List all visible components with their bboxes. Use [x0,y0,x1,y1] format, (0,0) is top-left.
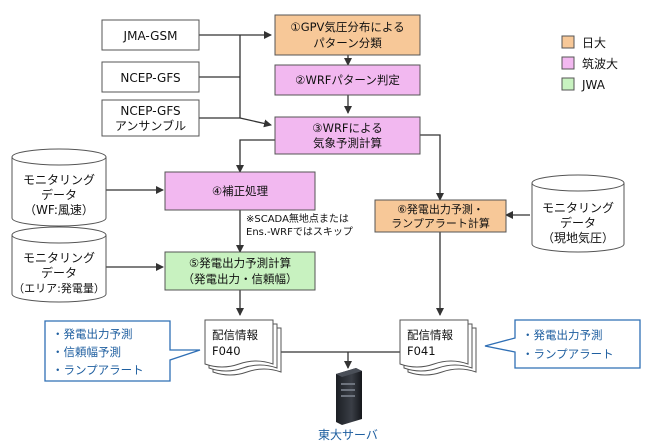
document-f041-label-2: F041 [407,344,436,358]
step-4-label: ④補正処理 [212,184,269,198]
monitoring-site-label-2: データ [560,215,596,230]
callout-f041: ・発電出力予測 ・ランプアラート [484,319,641,369]
source-jma-gsm: JMA-GSM [101,19,200,51]
legend-item-jwa: JWA [561,77,606,92]
monitoring-area-label-2: データ [41,265,77,280]
monitoring-wf-label-1: モニタリング [23,173,95,187]
monitoring-area-label-1: モニタリング [23,251,95,265]
legend-label-jwa: JWA [581,78,606,92]
source-ncep-gfs-ensemble: NCEP-GFS アンサンブル [101,99,200,137]
server-label: 東大サーバ [318,428,378,442]
legend-label-tsukuba: 筑波大 [582,56,618,71]
step-1-label-2: パターン分類 [313,36,382,50]
arrow-step3-to-step4 [236,139,275,173]
document-f041-label-1: 配信情報 [407,328,453,342]
step-2-label: ②WRFパターン判定 [295,73,400,87]
monitoring-wf-cylinder: モニタリング データ （WF:風速） [11,148,107,227]
monitoring-wf-label-3: （WF:風速） [24,203,94,217]
legend-item-utokyo: 日大 [561,35,606,50]
monitoring-wf-label-2: データ [41,187,77,202]
step-5-power-forecast: ⑤発電出力予測計算 （発電出力・信頼幅） [164,251,316,291]
monitoring-area-label-3: （エリア:発電量） [13,281,105,295]
arrow-ens-to-step3 [239,117,272,128]
source-ncep-gfs-label: NCEP-GFS [120,71,180,85]
source-ncep-gfs: NCEP-GFS [101,61,200,93]
server-icon [336,368,362,425]
step-3-wrf-forecast: ③WRFによる 気象予測計算 [274,116,421,155]
monitoring-site-label-3: （現地気圧） [542,230,614,245]
monitoring-site-cylinder: モニタリング データ （現地気圧） [531,174,625,253]
callout-f040-item-1: ・発電出力予測 [52,327,133,341]
source-jma-gsm-label: JMA-GSM [123,29,178,43]
step-6-label-2: ランプアラート計算 [391,216,490,230]
source-ncep-gfs-ensemble-label-1: NCEP-GFS [120,104,180,118]
document-f040: 配信情報 F040 [204,319,282,376]
callout-f040-item-3: ・ランプアラート [52,363,144,377]
source-ncep-gfs-ensemble-label-2: アンサンブル [115,118,186,133]
step-6-label-1: ⑥発電出力予測・ [397,202,484,216]
step-3-label-2: 気象予測計算 [313,136,382,150]
skip-note-line-2: Ens.-WRFではスキップ [246,226,353,238]
step-2-wrf-pattern: ②WRFパターン判定 [274,64,421,96]
step-3-label-1: ③WRFによる [312,121,382,135]
step-6-ramp-alert: ⑥発電出力予測・ ランプアラート計算 [374,199,507,233]
document-f041: 配信情報 F041 [399,319,477,376]
skip-note: ※SCADA無地点または Ens.-WRFではスキップ [246,212,353,238]
step-5-label-2: （発電出力・信頼幅） [183,272,298,286]
monitoring-site-label-1: モニタリング [542,201,614,215]
step-1-label-1: ①GPV気圧分布による [290,20,404,34]
document-f040-label-2: F040 [212,344,241,358]
callout-f041-item-2: ・ランプアラート [522,347,614,361]
connectors [106,31,530,369]
arrow-step3-to-step6 [418,134,444,201]
callout-f041-item-1: ・発電出力予測 [522,328,603,342]
legend-label-utokyo: 日大 [582,36,606,50]
legend: 日大 筑波大 JWA [561,35,618,92]
step-1-pattern-classification: ①GPV気圧分布による パターン分類 [274,14,421,56]
document-f040-label-1: 配信情報 [212,328,258,342]
skip-note-line-1: ※SCADA無地点または [246,212,349,225]
legend-item-tsukuba: 筑波大 [561,56,618,71]
monitoring-area-cylinder: モニタリング データ （エリア:発電量） [11,226,107,303]
step-4-correction: ④補正処理 [164,171,316,211]
step-5-label-1: ⑤発電出力予測計算 [189,256,291,270]
callout-f040: ・発電出力予測 ・信頼幅予測 ・ランプアラート [44,320,201,382]
callout-f040-item-2: ・信頼幅予測 [52,345,121,359]
